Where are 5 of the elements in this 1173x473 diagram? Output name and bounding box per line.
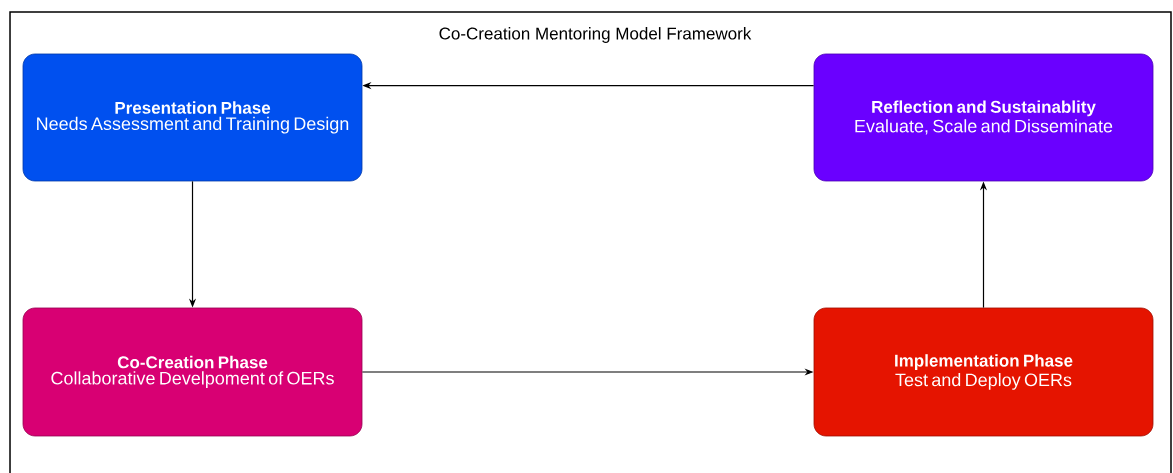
phase-box: Presentation Phase Needs Assessment and Training Design [22, 53, 363, 182]
phase-box: Co-Creation Phase Collaborative Develpoment of OERs [22, 307, 363, 437]
phase-box: Reflection and Sustainablity Evaluate, Scale and Disseminate [813, 53, 1154, 182]
diagram-title: Co-Creation Mentoring Model Framework [439, 27, 752, 43]
phase-box: Implementation Phase Test and Deploy OERs [813, 307, 1154, 437]
